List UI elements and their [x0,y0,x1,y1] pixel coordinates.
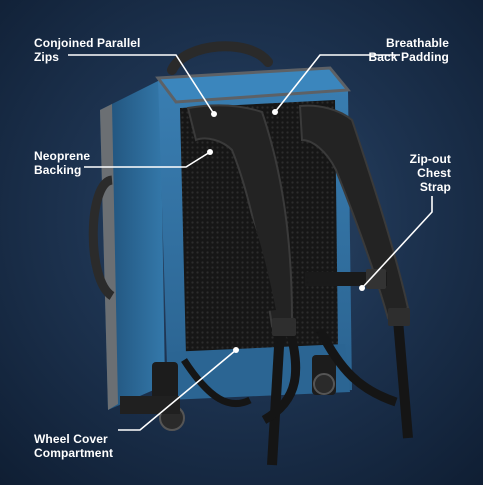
callout-dot-back-padding [272,109,278,115]
callout-line-wheel-cover [118,349,237,431]
callout-line-neoprene [84,151,211,168]
left-webbing-loop [261,328,301,424]
right-webbing [393,319,413,439]
callout-dot-wheel-cover [233,347,239,353]
right-strap-buckle [388,308,410,326]
left-strap-mesh [232,200,276,312]
top-handle [167,41,273,75]
wheel-right [313,373,335,395]
lower-strap [181,358,252,408]
chest-buckle [366,269,386,289]
left-webbing [267,329,285,466]
right-webbing-loop [315,327,398,407]
wheel-cover-panel [168,344,350,400]
callout-label-neoprene: Neoprene Backing [34,149,91,177]
callout-line-zips [68,54,215,115]
callout-dot-neoprene [207,149,213,155]
left-strap-buckle [272,318,296,336]
callout-label-wheel-cover: Wheel Cover Compartment [34,432,114,460]
callout-label-chest-strap: Zip-out Chest Strap [409,152,451,194]
bag-top-binding [155,66,351,104]
callout-lines [68,54,433,431]
callout-line-chest-strap [361,196,433,289]
callout-dots [207,109,365,353]
callout-dot-chest-strap [359,285,365,291]
callout-label-zips: Conjoined Parallel Zips [34,36,141,64]
callout-line-back-padding [274,54,400,113]
callout-dot-zips [211,111,217,117]
side-handle [88,175,115,300]
wheel-housing-left [152,362,178,406]
callout-label-back-padding: Breathable Back Padding [368,36,449,64]
